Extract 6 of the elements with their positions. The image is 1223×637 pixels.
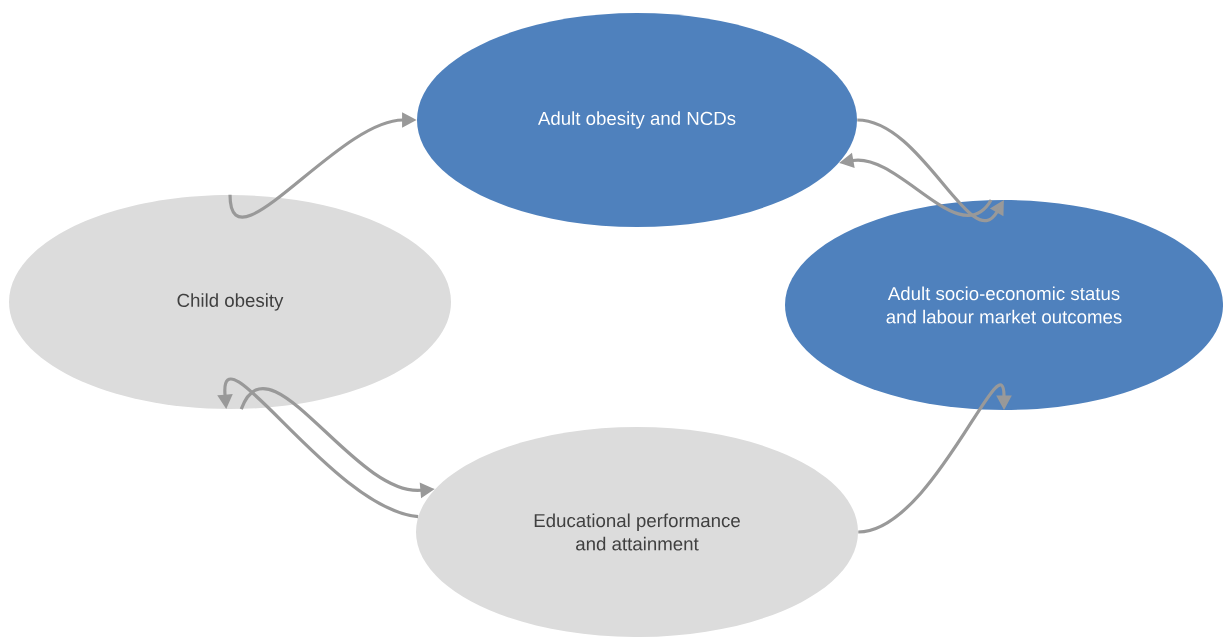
oval-node: Adult socio-economic status and labour market outcomes	[785, 200, 1223, 410]
oval-node: Educational performance and attainment	[416, 427, 858, 637]
oval-node: Child obesity	[9, 195, 451, 409]
oval-node: Adult obesity and NCDs	[417, 13, 857, 227]
arrow	[857, 118, 1004, 222]
arrow	[857, 384, 1012, 534]
